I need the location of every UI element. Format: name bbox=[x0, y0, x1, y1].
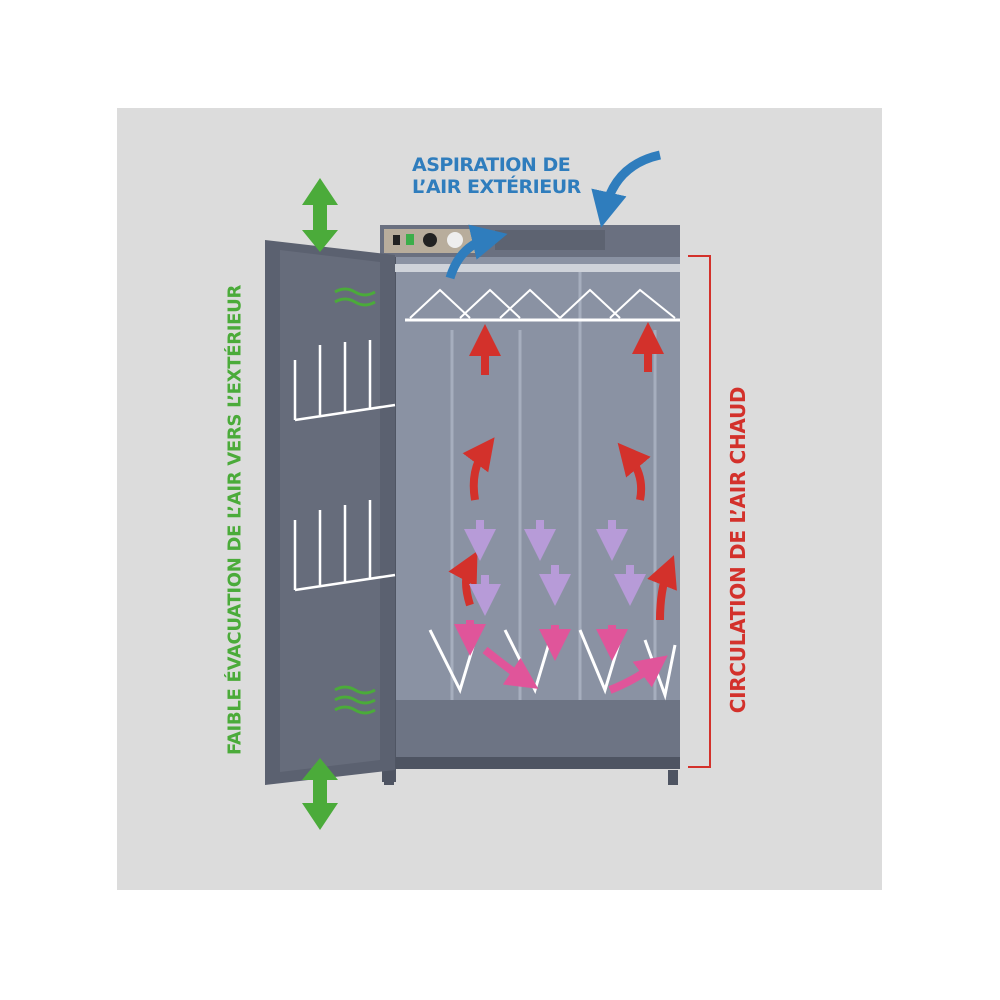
intake-label-line2: L’AIR EXTÉRIEUR bbox=[412, 176, 581, 198]
circulation-label: CIRCULATION DE L’AIR CHAUD bbox=[726, 386, 750, 714]
recirculation-arrows bbox=[454, 620, 668, 694]
cabinet bbox=[380, 225, 680, 785]
intake-label-line1: ASPIRATION DE bbox=[412, 154, 571, 176]
up-down-arrow-icon bbox=[302, 178, 338, 830]
bracket bbox=[688, 255, 711, 768]
airflow-wave-icon bbox=[334, 287, 376, 715]
curved-arrow-icon bbox=[445, 150, 662, 280]
descending-air-arrows bbox=[464, 520, 646, 616]
exhaust-label: FAIBLE ÉVACUATION DE L’AIR VERS L’EXTÉRI… bbox=[224, 284, 246, 756]
intake-label: ASPIRATION DE L’AIR EXTÉRIEUR bbox=[412, 154, 581, 198]
warm-air-arrows bbox=[448, 322, 677, 621]
cabinet-door bbox=[265, 240, 396, 785]
